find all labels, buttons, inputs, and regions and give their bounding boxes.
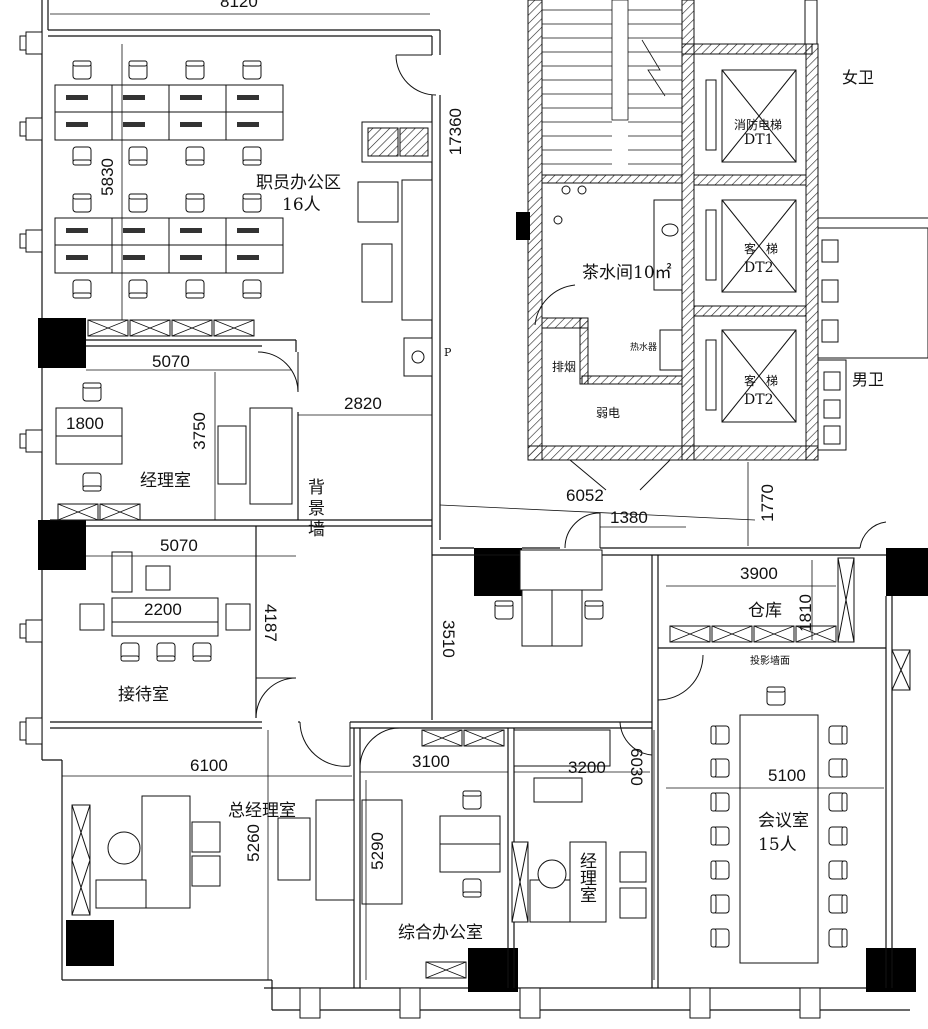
dim-1810: 1810: [796, 594, 815, 632]
womens-wc-label: 女卫: [842, 68, 875, 87]
dim-5070b: 5070: [160, 536, 198, 555]
manager-office-1-label: 经理室: [140, 471, 191, 491]
keyboards: [66, 95, 259, 260]
guest-elevator-label-2: 客梯: [744, 374, 789, 388]
general-office-label: 综合办公室: [398, 923, 483, 943]
manager-office-2-furniture: [529, 841, 647, 923]
back-wall-label: 背景墙: [304, 478, 324, 541]
dim-5290: 5290: [368, 832, 387, 870]
storage-label: 仓库: [748, 601, 782, 621]
dim-3100: 3100: [412, 752, 450, 771]
dim-1380: 1380: [610, 508, 648, 527]
water-heater-label: 热水器: [630, 343, 658, 353]
dim-17360: 17360: [446, 108, 465, 156]
dim-3900: 3900: [740, 564, 778, 583]
projection-wall-label: 投影墙面: [750, 656, 790, 667]
pipe-p-label: P: [444, 346, 452, 359]
weak-current-label: 弱电: [596, 406, 621, 420]
dim-4187: 4187: [261, 604, 280, 642]
dim-2200: 2200: [144, 600, 182, 619]
meeting-room-label: 会议室: [758, 811, 809, 831]
dim-5830: 5830: [98, 158, 117, 196]
staff-capacity-label: 16人: [282, 195, 321, 215]
dim-1800: 1800: [66, 414, 104, 433]
building-core: [516, 0, 819, 491]
dim-3750: 3750: [190, 412, 209, 450]
interior-walls: [50, 95, 893, 988]
elevator-dt1-label: DT1: [744, 132, 774, 148]
dim-5260: 5260: [244, 824, 263, 862]
structural-columns: [38, 318, 928, 992]
dimension-lines: [50, 13, 884, 980]
dim-2820: 2820: [344, 394, 382, 413]
front-desk: [494, 549, 604, 647]
manager-office-1-furniture: [55, 382, 293, 505]
dim-6030: 6030: [627, 748, 646, 786]
gm-office-furniture: [95, 795, 355, 909]
wall-pilasters: [19, 31, 821, 1019]
smoke-exhaust-label: 排烟: [552, 360, 577, 374]
manager-office-2-label: 经理室: [576, 852, 596, 903]
vertical-cabinets: [71, 557, 911, 923]
elevator-dt2b-label: DT2: [744, 392, 774, 408]
dim-6052: 6052: [566, 486, 604, 505]
fire-elevator-label: 消防电梯: [734, 118, 783, 132]
dim-3200: 3200: [568, 758, 606, 777]
dim-5100: 5100: [768, 766, 806, 785]
elevator-shafts: [705, 69, 797, 423]
general-office-furniture: [361, 729, 611, 905]
guest-elevator-label-1: 客梯: [744, 242, 789, 256]
meeting-room-furniture: [710, 686, 848, 964]
workstation-cluster-top: [54, 60, 284, 299]
reception-label: 接待室: [118, 685, 169, 705]
dim-8120: 8120: [220, 0, 258, 11]
elevator-dt2a-label: DT2: [744, 260, 774, 276]
reception-furniture: [79, 551, 251, 662]
dim-5070a: 5070: [152, 352, 190, 371]
mens-wc-label: 男卫: [852, 370, 885, 389]
dim-6100: 6100: [190, 756, 228, 775]
restroom-fixtures: [817, 217, 928, 451]
dim-3510: 3510: [439, 620, 458, 658]
tea-room-label: 茶水间10㎡: [582, 263, 672, 283]
staff-office-label: 职员办公区: [256, 173, 341, 193]
meeting-capacity-label: 15人: [758, 835, 797, 855]
gm-office-label: 总经理室: [228, 801, 296, 821]
pantry-counter: [357, 121, 433, 377]
dim-1770: 1770: [758, 484, 777, 522]
